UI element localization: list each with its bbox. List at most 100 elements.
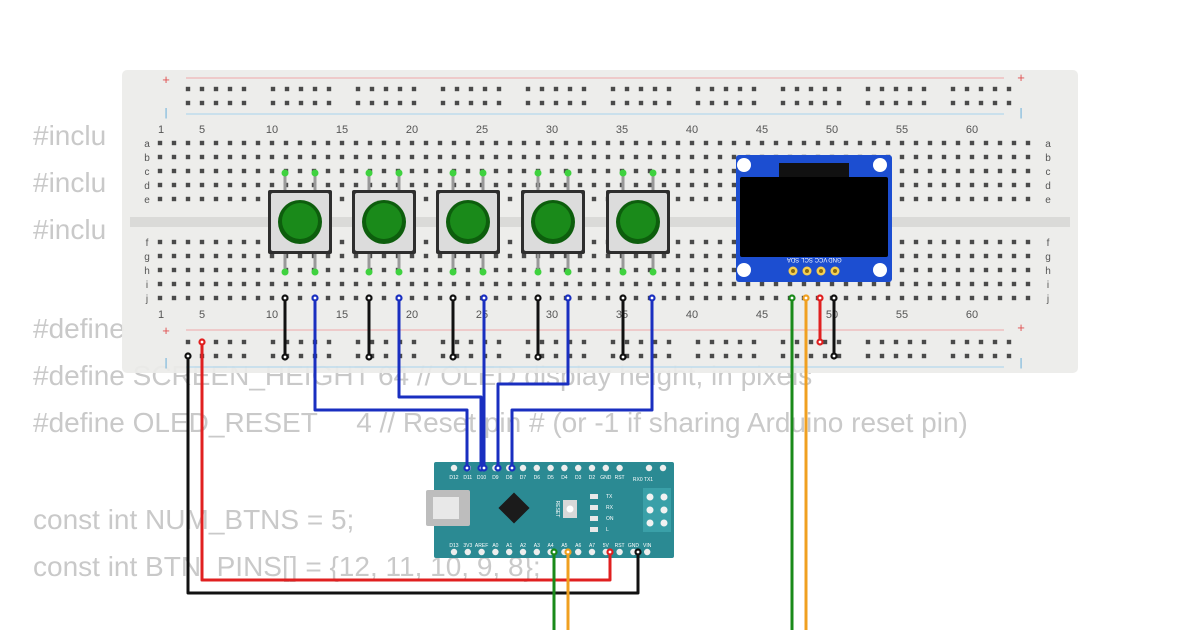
breadboard-hole <box>381 168 387 174</box>
oled-screen <box>740 177 888 257</box>
breadboard-hole <box>703 267 709 273</box>
breadboard-hole <box>978 353 984 359</box>
breadboard-hole <box>1011 253 1017 259</box>
breadboard-hole <box>383 100 389 106</box>
pushbutton <box>436 169 500 276</box>
column-number: 20 <box>406 124 418 136</box>
breadboard-hole <box>312 86 318 92</box>
breadboard-hole <box>773 281 779 287</box>
breadboard-hole <box>213 154 219 160</box>
breadboard-hole <box>297 295 303 301</box>
breadboard-hole <box>731 196 737 202</box>
breadboard-hole <box>941 140 947 146</box>
breadboard-hole <box>355 353 361 359</box>
breadboard-hole <box>689 196 695 202</box>
wire-end-dot <box>818 340 822 344</box>
breadboard-hole <box>479 281 485 287</box>
status-led-label: L <box>606 527 609 533</box>
wire-end-dot <box>536 355 540 359</box>
breadboard-hole <box>997 253 1003 259</box>
button-pin-dot <box>534 169 542 177</box>
breadboard-hole <box>507 295 513 301</box>
breadboard-hole <box>241 253 247 259</box>
breadboard-hole <box>689 140 695 146</box>
header-pin <box>464 548 471 556</box>
wire-end-dot <box>200 340 204 344</box>
breadboard-hole <box>899 154 905 160</box>
breadboard-hole <box>241 267 247 273</box>
code-line: #define OLED_RESET 4 // Reset pin # (or … <box>33 407 968 438</box>
wire-end-dot <box>451 296 455 300</box>
breadboard-hole <box>983 267 989 273</box>
reset-label: RESET <box>554 501 560 518</box>
breadboard-hole <box>411 100 417 106</box>
header-pin <box>547 464 554 472</box>
breadboard-hole <box>624 339 630 345</box>
breadboard-hole <box>395 140 401 146</box>
breadboard-hole <box>353 154 359 160</box>
breadboard-hole <box>605 253 611 259</box>
header-pin-label: A2 <box>520 543 526 549</box>
row-letter: b <box>1045 153 1051 164</box>
breadboard-hole <box>941 168 947 174</box>
breadboard-hole <box>1011 196 1017 202</box>
breadboard-hole <box>647 253 653 259</box>
breadboard-hole <box>624 86 630 92</box>
breadboard-hole <box>703 281 709 287</box>
breadboard-hole <box>605 168 611 174</box>
breadboard-hole <box>1011 295 1017 301</box>
status-led <box>590 505 598 510</box>
header-pin-label: 5V <box>603 543 610 549</box>
column-number: 45 <box>756 124 768 136</box>
breadboard-hole <box>605 295 611 301</box>
breadboard-hole <box>199 182 205 188</box>
breadboard-hole <box>964 339 970 345</box>
row-letter: e <box>144 195 150 206</box>
breadboard-hole <box>689 295 695 301</box>
breadboard-hole <box>525 100 531 106</box>
breadboard-hole <box>199 253 205 259</box>
breadboard-hole <box>255 196 261 202</box>
breadboard-hole <box>717 140 723 146</box>
breadboard-hole <box>675 168 681 174</box>
breadboard-hole <box>689 239 695 245</box>
breadboard-hole <box>927 295 933 301</box>
breadboard-hole <box>325 267 331 273</box>
breadboard-hole <box>829 281 835 287</box>
breadboard-hole <box>899 295 905 301</box>
breadboard-hole <box>605 154 611 160</box>
breadboard-hole <box>836 86 842 92</box>
breadboard-hole <box>808 86 814 92</box>
breadboard-hole <box>647 168 653 174</box>
breadboard-hole <box>185 253 191 259</box>
breadboard-hole <box>780 353 786 359</box>
breadboard-hole <box>997 239 1003 245</box>
rail-plus-symbol: + <box>162 323 170 338</box>
breadboard-hole <box>353 281 359 287</box>
breadboard-hole <box>1006 100 1012 106</box>
breadboard-hole <box>326 86 332 92</box>
breadboard-hole <box>269 267 275 273</box>
breadboard-hole <box>843 295 849 301</box>
breadboard-hole <box>666 86 672 92</box>
header-pin <box>561 464 568 472</box>
breadboard-hole <box>610 100 616 106</box>
wire-end-dot <box>566 550 570 554</box>
breadboard-hole <box>899 281 905 287</box>
breadboard-hole <box>525 339 531 345</box>
wire-end-dot <box>482 466 486 470</box>
code-line: const int NUM_BTNS = 5; <box>33 504 355 535</box>
header-pin <box>519 548 527 556</box>
breadboard-hole <box>468 353 474 359</box>
icsp-pin <box>646 493 654 501</box>
breadboard-hole <box>339 281 345 287</box>
breadboard-hole <box>709 100 715 106</box>
breadboard-hole <box>857 295 863 301</box>
breadboard-hole <box>969 267 975 273</box>
status-led <box>590 494 598 499</box>
breadboard-hole <box>409 295 415 301</box>
breadboard-hole <box>199 168 205 174</box>
breadboard-hole <box>255 295 261 301</box>
breadboard-hole <box>969 182 975 188</box>
breadboard-hole <box>339 196 345 202</box>
